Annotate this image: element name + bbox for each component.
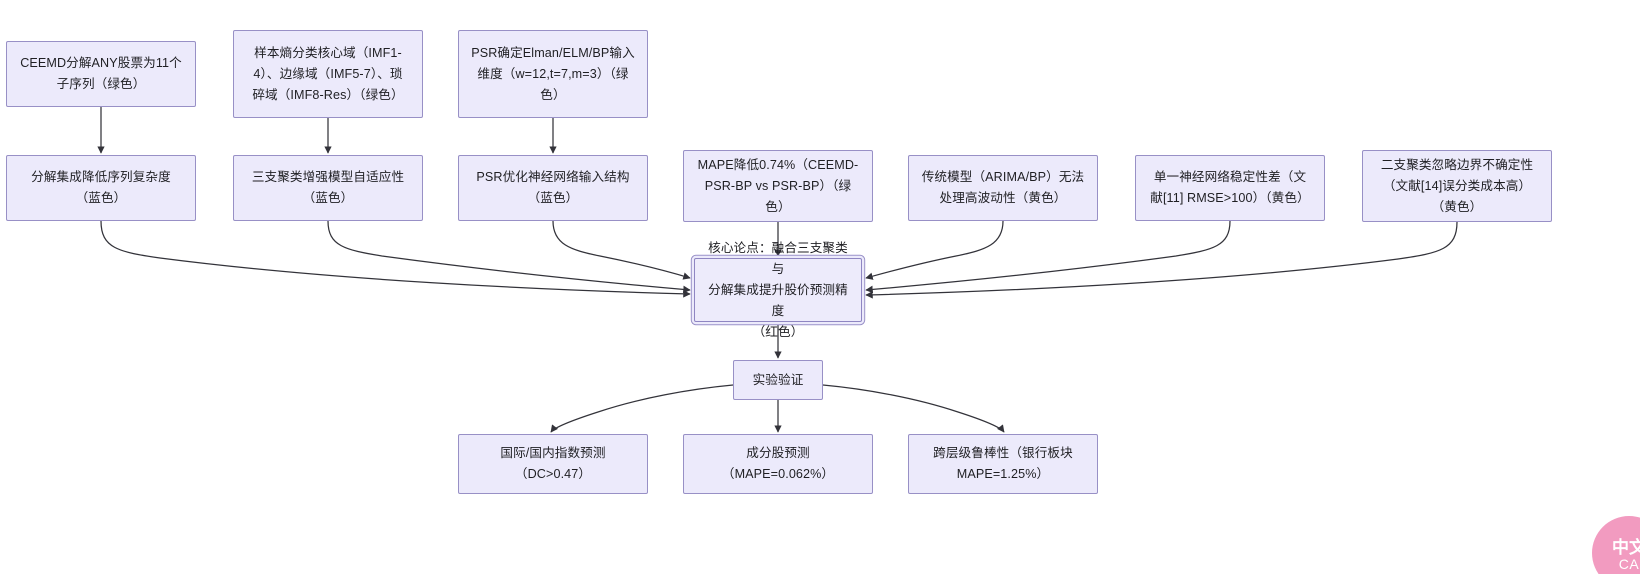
node-label: 国际/国内指数预测 （DC>0.47） [500, 446, 606, 481]
node-label: 三支聚类增强模型自适应性 （蓝色） [251, 170, 405, 205]
edge-experiment-index [550, 384, 734, 433]
watermark-bottom-text: CA [1618, 555, 1640, 572]
node-single-nn-instability[interactable]: 单一神经网络稳定性差（文 献[11] RMSE>100）（黄色） [1135, 155, 1325, 221]
node-label: 分解集成降低序列复杂度 （蓝色） [31, 170, 171, 205]
node-decompose-reduce-complexity[interactable]: 分解集成降低序列复杂度 （蓝色） [6, 155, 196, 221]
node-ceemd-decompose[interactable]: CEEMD分解ANY股票为11个 子序列（绿色） [6, 41, 196, 107]
node-label: CEEMD分解ANY股票为11个 子序列（绿色） [20, 56, 182, 91]
node-label: 二支聚类忽略边界不确定性 （文献[14]误分类成本高） （黄色） [1380, 157, 1534, 214]
node-experiment-validation[interactable]: 实验验证 [733, 360, 823, 400]
node-mape-improvement[interactable]: MAPE降低0.74%（CEEMD- PSR-BP vs PSR-BP）（绿 色… [683, 150, 873, 222]
edge-experiment-robustness [822, 384, 1005, 433]
node-psr-input-dim[interactable]: PSR确定Elman/ELM/BP输入 维度（w=12,t=7,m=3）（绿 色… [458, 30, 648, 118]
edge-n5-core [327, 220, 691, 294]
node-constituent-stock-forecast[interactable]: 成分股预测 （MAPE=0.062%） [683, 434, 873, 494]
node-label: PSR确定Elman/ELM/BP输入 维度（w=12,t=7,m=3）（绿 色… [471, 45, 635, 102]
node-index-forecast[interactable]: 国际/国内指数预测 （DC>0.47） [458, 434, 648, 494]
edge-n6-core [552, 220, 691, 280]
watermark-badge: 中文 CA [1592, 516, 1640, 574]
node-label: 单一神经网络稳定性差（文 献[11] RMSE>100）（黄色） [1150, 170, 1310, 205]
node-label: 跨层级鲁棒性（银行板块 MAPE=1.25%） [933, 446, 1073, 481]
node-label: 传统模型（ARIMA/BP）无法 处理高波动性（黄色） [921, 170, 1085, 205]
watermark-top-text: 中文 [1612, 537, 1640, 557]
node-core-thesis[interactable]: 核心论点：融合三支聚类与 分解集成提升股价预测精度 （红色） [694, 241, 862, 339]
node-two-way-clustering-limit[interactable]: 二支聚类忽略边界不确定性 （文献[14]误分类成本高） （黄色） [1362, 150, 1552, 222]
edge-n8-core [865, 220, 1004, 280]
node-three-way-clustering-adaptive[interactable]: 三支聚类增强模型自适应性 （蓝色） [233, 155, 423, 221]
node-sample-entropy-classify[interactable]: 样本熵分类核心域（IMF1- 4）、边缘域（IMF5-7）、琐 碎域（IMF8-… [233, 30, 423, 118]
node-label: 样本熵分类核心域（IMF1- 4）、边缘域（IMF5-7）、琐 碎域（IMF8-… [252, 45, 404, 102]
node-cross-level-robustness[interactable]: 跨层级鲁棒性（银行板块 MAPE=1.25%） [908, 434, 1098, 494]
edge-n10-core [865, 221, 1458, 299]
node-label: 核心论点：融合三支聚类与 分解集成提升股价预测精度 （红色） [708, 240, 848, 339]
node-traditional-model-limit[interactable]: 传统模型（ARIMA/BP）无法 处理高波动性（黄色） [908, 155, 1098, 221]
node-label: 实验验证 [752, 372, 804, 387]
edge-n9-core [865, 220, 1231, 294]
node-label: MAPE降低0.74%（CEEMD- PSR-BP vs PSR-BP）（绿 色… [697, 157, 859, 214]
node-label: PSR优化神经网络输入结构 （蓝色） [476, 170, 630, 205]
node-psr-optimize-nn-input[interactable]: PSR优化神经网络输入结构 （蓝色） [458, 155, 648, 221]
node-label: 成分股预测 （MAPE=0.062%） [721, 446, 835, 481]
edge-n4-core [100, 220, 691, 298]
